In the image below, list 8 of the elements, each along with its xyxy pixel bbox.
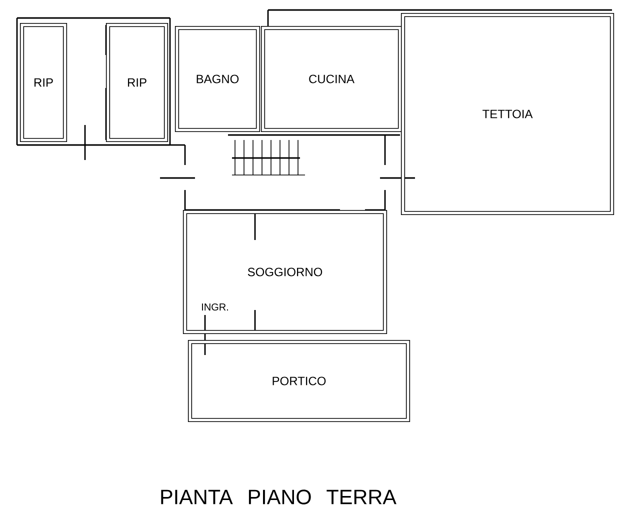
room: RIP (106, 22, 168, 142)
title: PIANTA PIANO TERRA (161, 490, 396, 504)
room: BAGNO (174, 26, 260, 132)
room-label: INGR. (202, 303, 228, 311)
room: TETTOIA (400, 12, 614, 216)
room: PORTICO (188, 340, 410, 422)
room: CUCINA (260, 26, 402, 132)
room: RIP (20, 22, 68, 142)
